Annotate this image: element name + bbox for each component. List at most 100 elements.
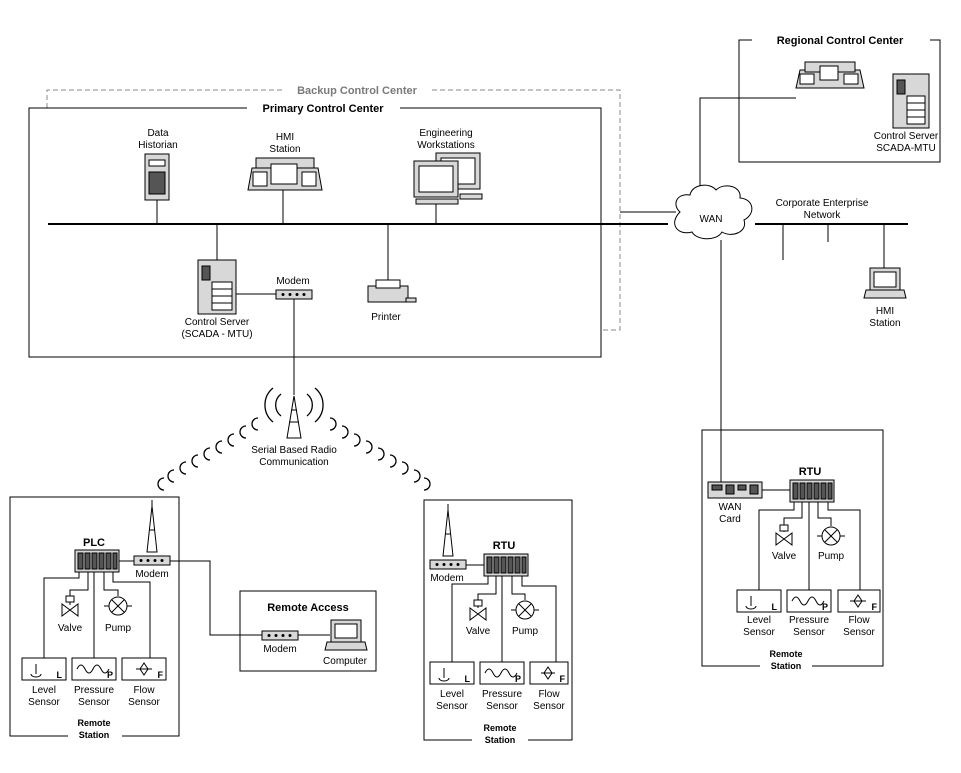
middle-flow-sensor-icon: F [529, 661, 569, 685]
printer-icon [367, 279, 417, 303]
right-wan-card-label-2: Card [719, 514, 741, 525]
primary-center-title: Primary Control Center [262, 103, 384, 115]
middle-footer-2: Station [485, 735, 516, 745]
corporate-label-1: Corporate Enterprise [776, 198, 869, 209]
data-historian-icon [144, 153, 170, 201]
left-pump-icon [104, 596, 132, 616]
middle-level-sensor-icon: L [429, 661, 475, 685]
middle-antenna-icon [442, 504, 454, 557]
left-modem-label: Modem [135, 569, 168, 580]
right-valve-label: Valve [772, 551, 797, 562]
right-pump-label: Pump [818, 551, 845, 562]
middle-level-label-2: Sensor [436, 701, 468, 712]
remote-access-computer-icon [324, 619, 368, 651]
radio-waves [157, 387, 431, 491]
regional-center-title: Regional Control Center [777, 35, 904, 47]
middle-flow-mark: F [560, 674, 566, 684]
left-controller-label: PLC [83, 537, 105, 549]
right-wan-card-label-1: WAN [719, 502, 742, 513]
radio-tower-icon [286, 395, 302, 439]
remote-station-right: Remote Station WAN Card RTU Valve [701, 429, 884, 671]
regional-server-label-2: SCADA-MTU [876, 143, 935, 154]
left-flow-label-2: Sensor [128, 697, 160, 708]
wan-cloud-icon [674, 184, 753, 240]
middle-valve-icon [469, 599, 487, 621]
left-pressure-label-1: Pressure [74, 685, 114, 696]
corporate-label-2: Network [804, 210, 842, 221]
right-pressure-sensor-icon: P [786, 589, 832, 613]
control-server-label-2: (SCADA - MTU) [181, 329, 252, 340]
hmi-label-1: HMI [276, 132, 294, 143]
left-flow-label-1: Flow [133, 685, 155, 696]
left-flow-mark: F [158, 670, 164, 680]
middle-valve-label: Valve [466, 626, 491, 637]
regional-hmi-icon [795, 61, 865, 89]
right-flow-label-2: Sensor [843, 627, 875, 638]
backup-center-title: Backup Control Center [297, 85, 418, 97]
remote-access-modem-label: Modem [263, 644, 296, 655]
regional-control-center: Regional Control Center Control Server S… [699, 35, 941, 200]
primary-modem-label: Modem [276, 276, 309, 287]
right-pressure-label-1: Pressure [789, 615, 829, 626]
middle-flow-label-1: Flow [538, 689, 560, 700]
left-modem-icon [133, 555, 171, 566]
left-flow-sensor-icon: F [121, 657, 167, 681]
right-wan-card-icon [707, 481, 763, 499]
right-level-mark: L [772, 602, 778, 612]
regional-server-icon [892, 73, 930, 129]
middle-controller-label: RTU [493, 540, 516, 552]
right-flow-mark: F [872, 602, 878, 612]
corporate-hmi-laptop-icon [863, 267, 907, 299]
remote-station-middle: Remote Station Modem RTU V [423, 499, 573, 745]
eng-label-1: Engineering [419, 128, 472, 139]
remote-access-modem-icon [261, 630, 299, 641]
middle-pump-icon [511, 600, 539, 620]
middle-level-mark: L [465, 674, 471, 684]
corporate-hmi-label-1: HMI [876, 306, 894, 317]
right-flow-label-1: Flow [848, 615, 870, 626]
left-pump-label: Pump [105, 623, 132, 634]
middle-pressure-label-1: Pressure [482, 689, 522, 700]
remote-access-computer-label: Computer [323, 656, 368, 667]
remote-station-left: Remote Station Modem PLC [9, 496, 180, 740]
right-level-label-2: Sensor [743, 627, 775, 638]
left-level-sensor-icon: L [21, 657, 67, 681]
middle-pressure-label-2: Sensor [486, 701, 518, 712]
radio-label-2: Communication [259, 457, 328, 468]
left-pressure-sensor-icon: P [71, 657, 117, 681]
radio-label-1: Serial Based Radio [251, 445, 337, 456]
primary-control-center: Primary Control Center Data Historian HM… [28, 103, 668, 395]
middle-level-label-1: Level [440, 689, 464, 700]
eng-label-2: Workstations [417, 140, 475, 151]
left-level-mark: L [57, 670, 63, 680]
right-pump-icon [817, 526, 845, 546]
right-level-sensor-icon: L [736, 589, 782, 613]
remote-access-box: Remote Access Modem Computer [239, 590, 377, 672]
left-antenna-icon [146, 500, 158, 553]
left-level-label-2: Sensor [28, 697, 60, 708]
corporate-hmi-label-2: Station [869, 318, 900, 329]
corporate-network: Corporate Enterprise Network HMI Station [755, 198, 908, 329]
hmi-label-2: Station [269, 144, 300, 155]
left-valve-label: Valve [58, 623, 83, 634]
historian-label-1: Data [147, 128, 169, 139]
right-rtu-icon [789, 479, 835, 503]
regional-server-label-1: Control Server [874, 131, 939, 142]
engineering-workstations-icon [413, 152, 483, 205]
primary-modem-icon [275, 289, 313, 300]
historian-label-2: Historian [138, 140, 177, 151]
wan-label: WAN [700, 214, 723, 225]
middle-footer-1: Remote [483, 723, 516, 733]
right-controller-label: RTU [799, 466, 822, 478]
middle-pressure-mark: P [515, 674, 521, 684]
left-pressure-label-2: Sensor [78, 697, 110, 708]
right-level-label-1: Level [747, 615, 771, 626]
control-server-label-1: Control Server [185, 317, 250, 328]
right-footer-1: Remote [769, 649, 802, 659]
right-valve-icon [775, 524, 793, 546]
left-footer-2: Station [79, 730, 110, 740]
middle-flow-label-2: Sensor [533, 701, 565, 712]
control-server-icon [197, 259, 237, 315]
middle-pressure-sensor-icon: P [479, 661, 525, 685]
